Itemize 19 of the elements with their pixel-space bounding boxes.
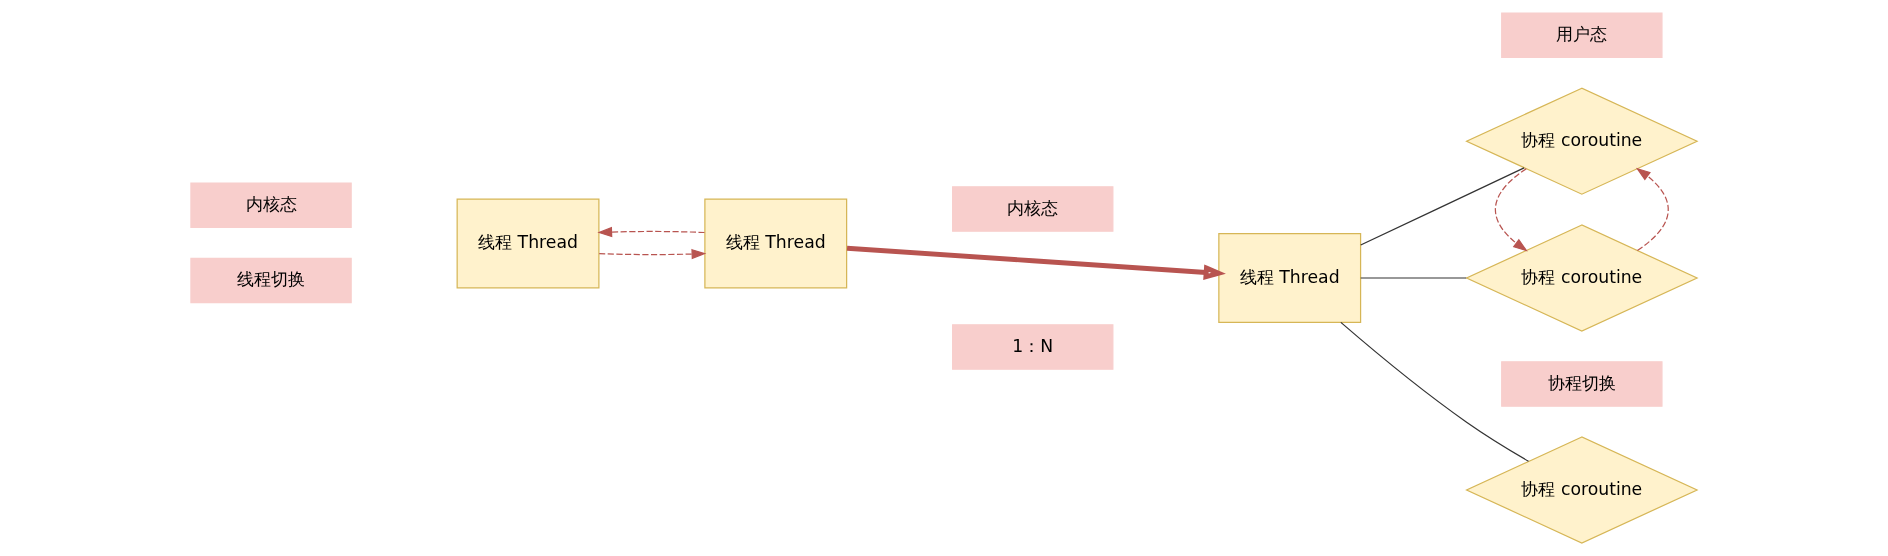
arrow xyxy=(846,245,1226,281)
connector xyxy=(1360,167,1525,246)
node-box: 内核态 xyxy=(190,182,352,229)
node-box: 线程切换 xyxy=(190,257,352,304)
connector xyxy=(1340,321,1530,462)
node-diamond: 协程 coroutine xyxy=(1465,87,1699,195)
node-box: 内核态 xyxy=(952,186,1114,232)
arrow xyxy=(597,226,706,238)
node-box: 协程切换 xyxy=(1501,361,1663,407)
node-box: 1：N xyxy=(952,324,1114,370)
arrow xyxy=(598,248,707,260)
arrow xyxy=(1635,167,1669,252)
node-box: 线程 Thread xyxy=(704,198,848,289)
node-box: 用户态 xyxy=(1501,12,1663,58)
node-box: 线程 Thread xyxy=(1218,233,1362,323)
node-box: 线程 Thread xyxy=(456,198,600,289)
node-diamond: 协程 coroutine xyxy=(1465,436,1699,544)
arrow xyxy=(1494,168,1528,252)
node-diamond: 协程 coroutine xyxy=(1465,224,1699,332)
